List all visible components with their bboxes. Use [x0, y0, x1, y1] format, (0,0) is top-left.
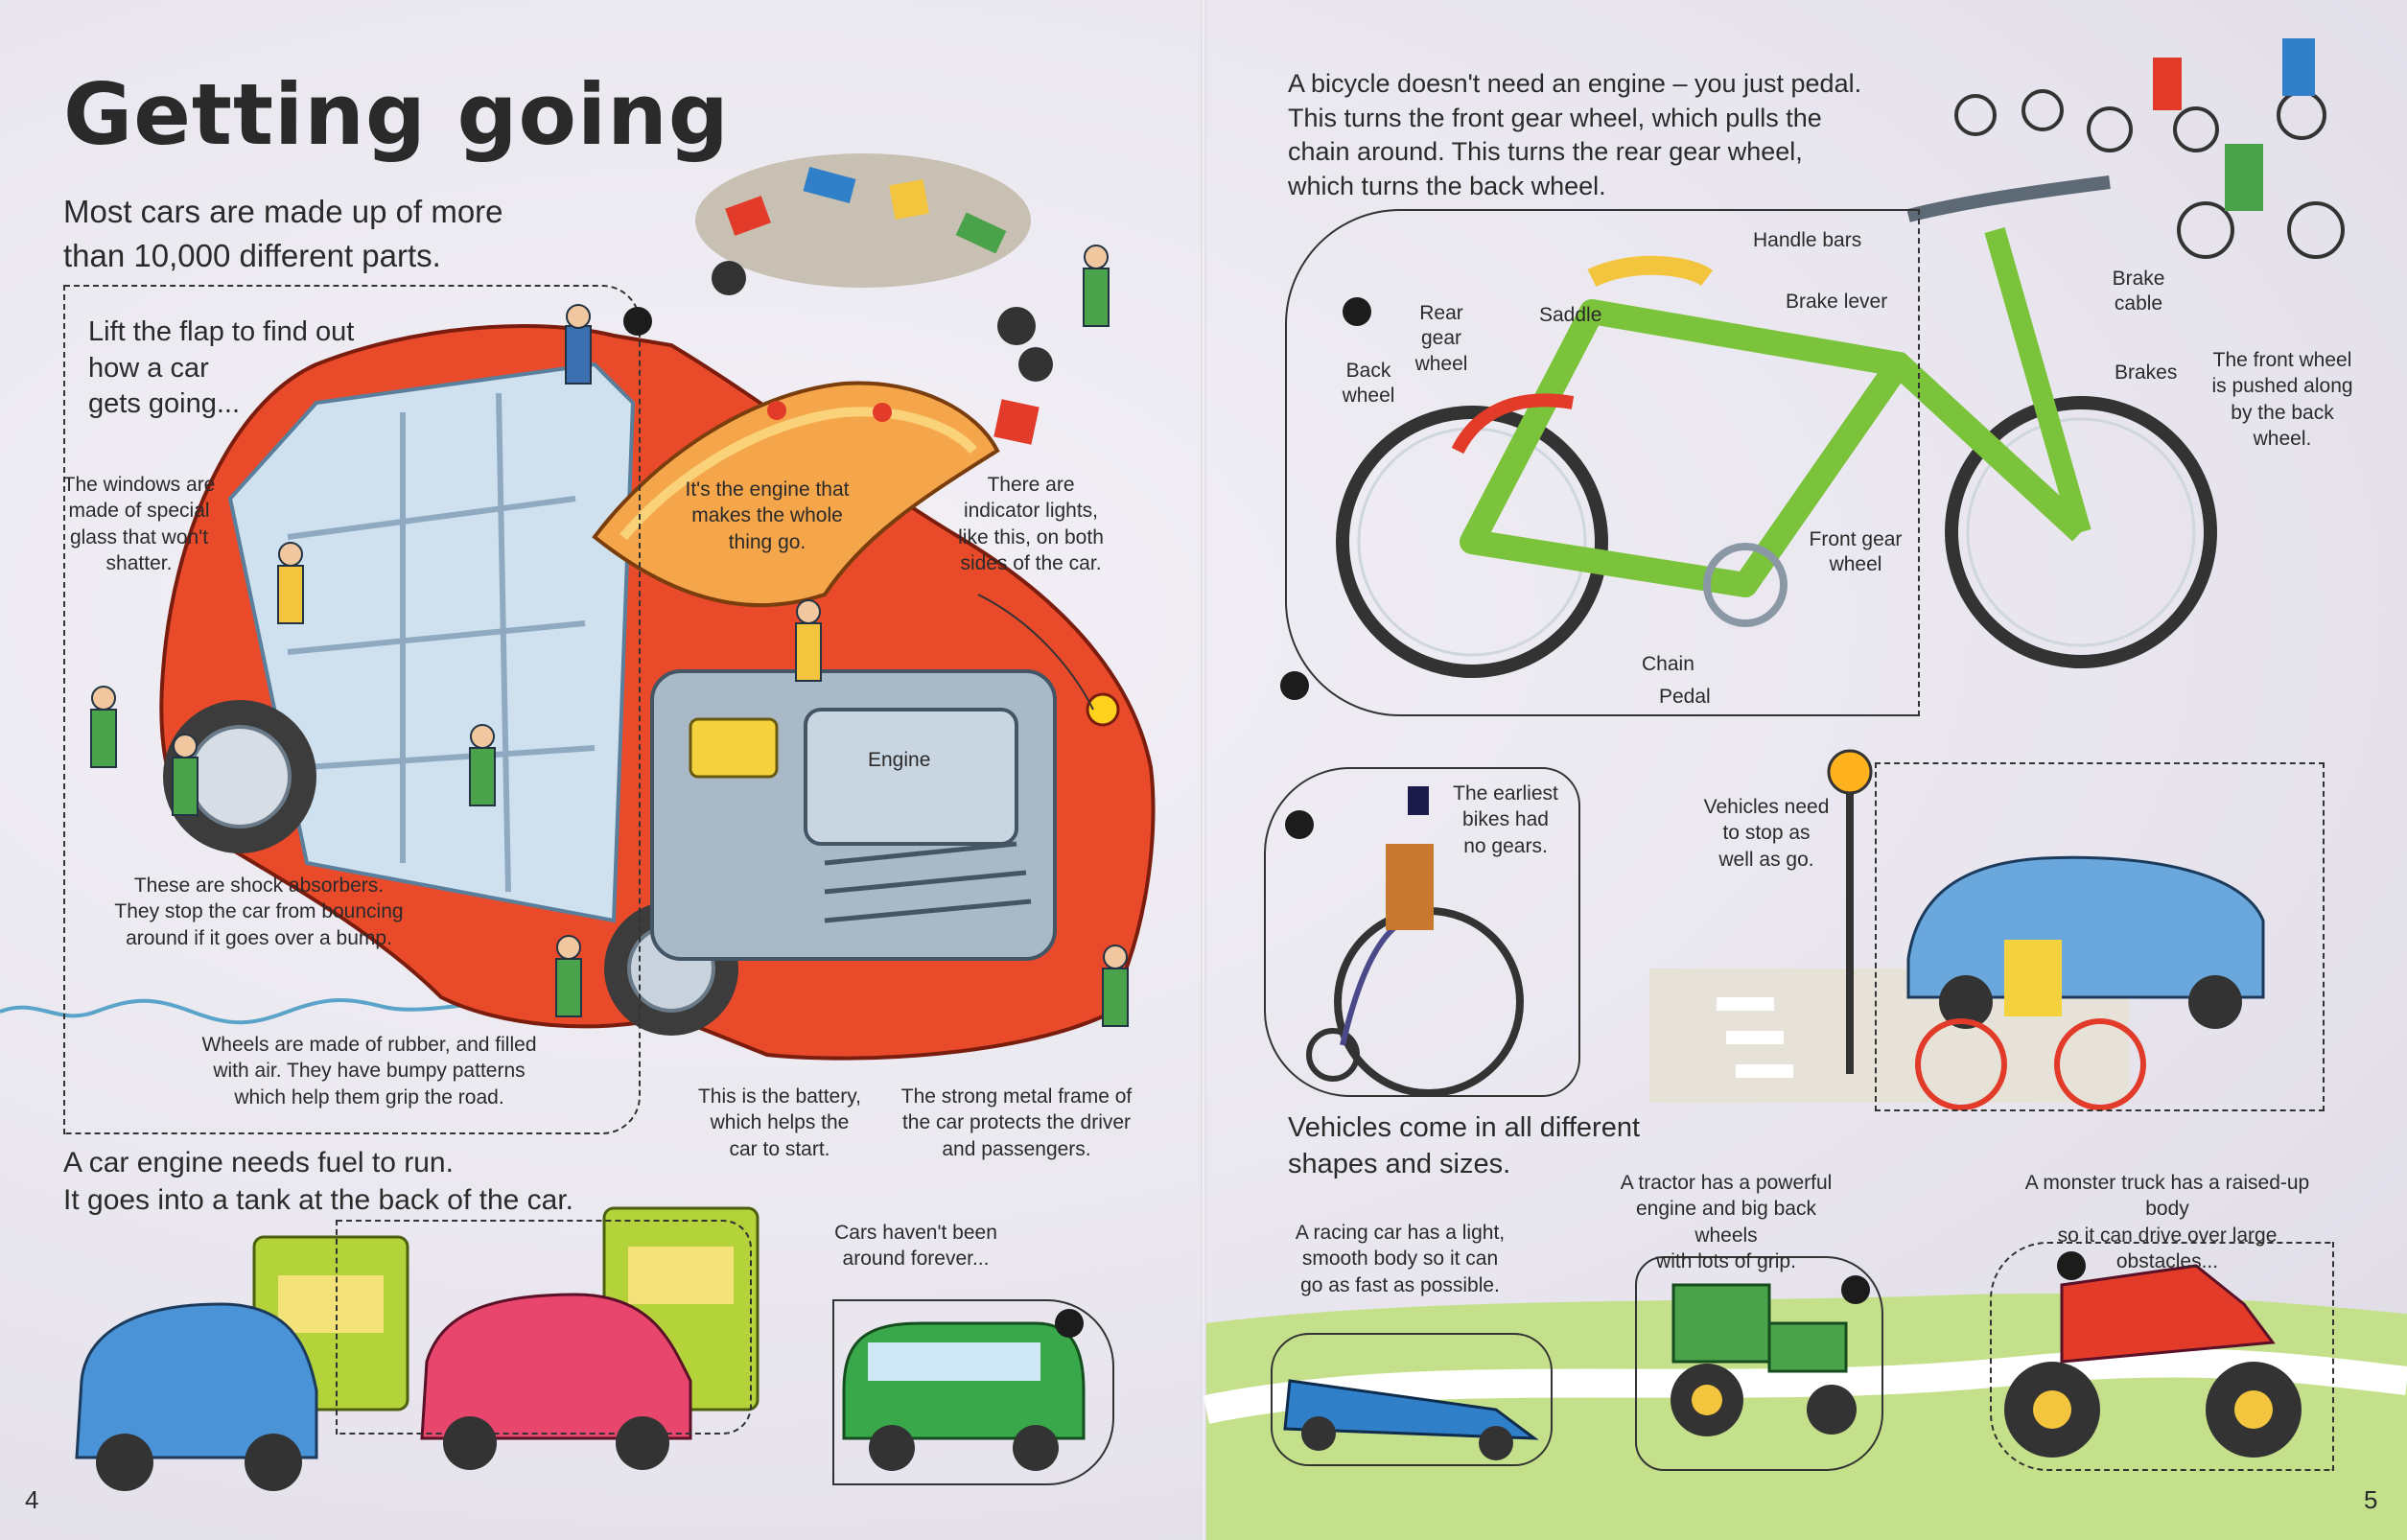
bicycle-intro: A bicycle doesn't need an engine – you j…	[1288, 69, 1862, 200]
shapes-text: Vehicles come in all different shapes an…	[1288, 1112, 1641, 1179]
crossing-scene-illustration	[1649, 749, 2265, 1110]
car-flap-tab[interactable]	[623, 307, 652, 336]
page-number-left: 4	[25, 1485, 39, 1514]
fuel-text: A car engine needs fuel to run. It goes …	[63, 1147, 574, 1216]
crossing-flap[interactable]	[1875, 762, 2325, 1111]
racing-car-caption: A racing car has a light,smooth body so …	[1295, 1222, 1506, 1296]
monster-truck-illustration	[2004, 1264, 2302, 1458]
bicycle-flap-tab-lower[interactable]	[1280, 671, 1309, 700]
chain-label: Chain	[1642, 653, 1694, 675]
tractor-flap-tab[interactable]	[1841, 1275, 1870, 1304]
van-flap[interactable]	[832, 1299, 1114, 1485]
brakes-label: Brakes	[2115, 362, 2178, 384]
wavy-fuel-line	[0, 991, 576, 1025]
children-cycling-illustration	[1954, 38, 2345, 259]
racing-car-illustration	[1283, 1379, 1539, 1460]
page-number-right: 5	[2364, 1485, 2378, 1514]
cutaway-car-illustration	[159, 324, 1156, 1061]
page-title: Getting going	[63, 65, 730, 164]
shock-absorbers-caption: These are shock absorbers.They stop the …	[114, 875, 404, 949]
brake-lever-label: Brake lever	[1786, 291, 1888, 313]
engine-label: Engine	[868, 749, 931, 771]
book-spine	[1201, 0, 1206, 1540]
tractor-flap[interactable]	[1635, 1256, 1883, 1471]
handle-bars-label: Handle bars	[1753, 229, 1862, 251]
bicycle-flap[interactable]	[1285, 209, 1920, 716]
bicycle-flap-tab[interactable]	[1343, 297, 1371, 326]
van-flap-tab[interactable]	[1055, 1309, 1084, 1338]
pedal-label: Pedal	[1659, 686, 1711, 708]
monster-truck-flap-tab[interactable]	[2057, 1251, 2086, 1280]
petrol-station-illustration	[75, 1206, 759, 1491]
car-flap[interactable]	[63, 285, 641, 1134]
racing-car-flap[interactable]	[1271, 1333, 1553, 1466]
penny-farthing-flap[interactable]	[1264, 767, 1580, 1097]
petrol-flap[interactable]	[336, 1220, 752, 1435]
monster-truck-flap[interactable]	[1990, 1242, 2334, 1471]
worker-figures	[90, 245, 1129, 1027]
bicycle-illustration	[1336, 175, 2217, 678]
penny-farthing-flap-tab[interactable]	[1285, 810, 1314, 839]
car-parts-pile-illustration	[695, 153, 1053, 445]
intro-text: Most cars are made up of more than 10,00…	[63, 194, 503, 273]
saddle-label: Saddle	[1539, 304, 1602, 326]
flap-instruction: Lift the flap to find out how a car gets…	[88, 316, 355, 420]
